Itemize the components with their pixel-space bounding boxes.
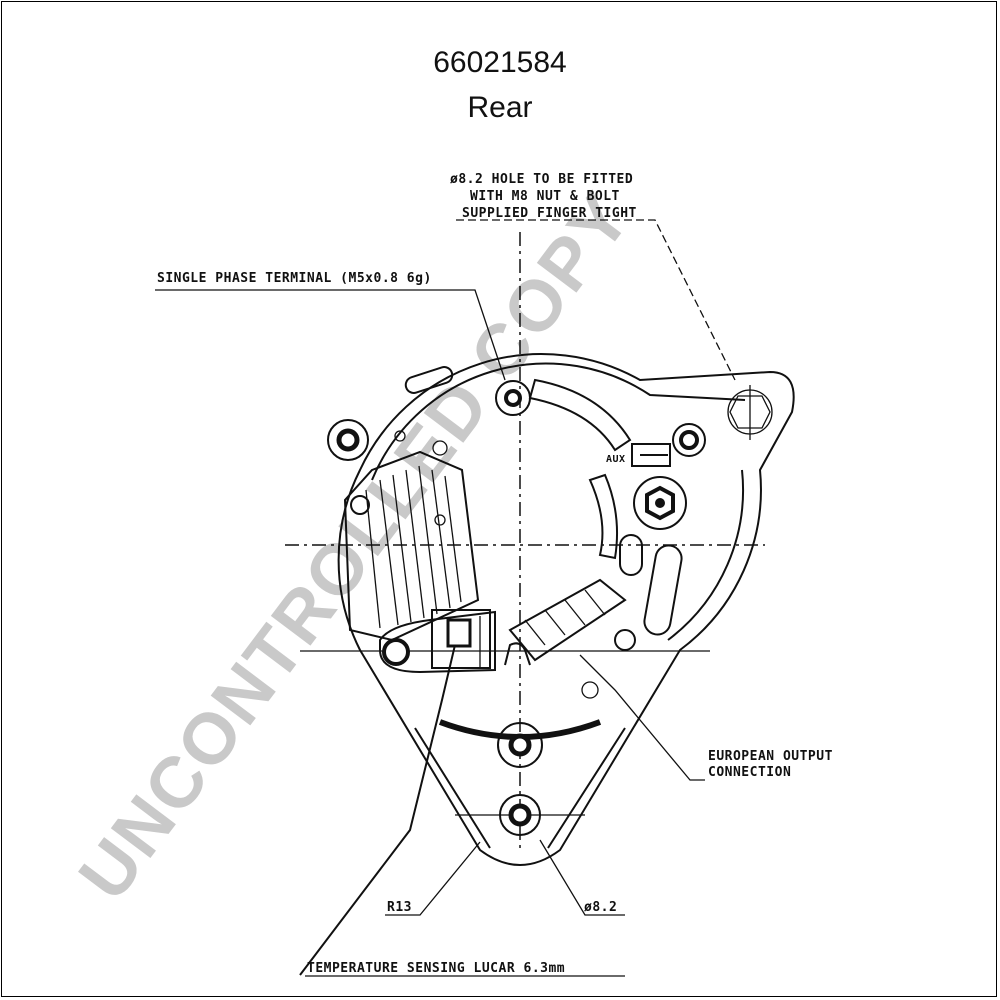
radius-label: R13: [387, 900, 412, 915]
bolt-boss-top-left: [327, 419, 369, 461]
vent-slot: [588, 473, 619, 560]
radius-leader: [385, 841, 481, 916]
hole-note-line3: SUPPLIED FINGER TIGHT: [462, 206, 637, 221]
aux-label: AUX: [606, 454, 626, 465]
hole-note-leader: [456, 219, 736, 381]
output-terminal-nut: [633, 476, 687, 530]
european-output-leader: [579, 654, 705, 781]
single-phase-terminal-boss: [495, 380, 531, 416]
vent-slot: [404, 366, 454, 394]
hole-dia-leader: [539, 839, 625, 916]
bolt-boss-top-right: [672, 423, 706, 457]
mounting-ear-sides: [414, 727, 626, 849]
view-subtitle: Rear: [467, 91, 533, 124]
aux-terminal: [631, 443, 671, 467]
temperature-sensing-wire: [299, 644, 456, 976]
part-number-title: 66021584: [433, 46, 567, 79]
vent-slot: [619, 534, 643, 576]
bolt-boss-bottom: [497, 722, 543, 768]
rivet: [394, 430, 406, 442]
housing-inner-rim: [371, 362, 746, 641]
rivet: [434, 514, 446, 526]
european-output-label-line2: CONNECTION: [708, 765, 791, 780]
european-output-connector: [504, 578, 636, 699]
hole-diameter-label: ø8.2: [584, 900, 617, 915]
vent-slot: [643, 544, 683, 636]
rivet: [432, 440, 448, 456]
regulator-strap: [379, 609, 496, 674]
fitted-hole-nut-bolt: [727, 385, 773, 440]
single-phase-leader: [155, 289, 506, 381]
european-output-label-line1: EUROPEAN OUTPUT: [708, 749, 833, 764]
hole-note-line2: WITH M8 NUT & BOLT: [470, 189, 620, 204]
mounting-hole-bottom: [499, 794, 541, 836]
temperature-sensing-label: TEMPERATURE SENSING LUCAR 6.3mm: [307, 961, 565, 976]
watermark-text: UNCONTROLLED COPY: [64, 178, 647, 915]
hole-note-line1: ø8.2 HOLE TO BE FITTED: [450, 172, 633, 187]
housing-outline: [337, 353, 795, 866]
vent-slot: [528, 378, 632, 452]
single-phase-terminal-label: SINGLE PHASE TERMINAL (M5x0.8 6g): [157, 271, 432, 286]
